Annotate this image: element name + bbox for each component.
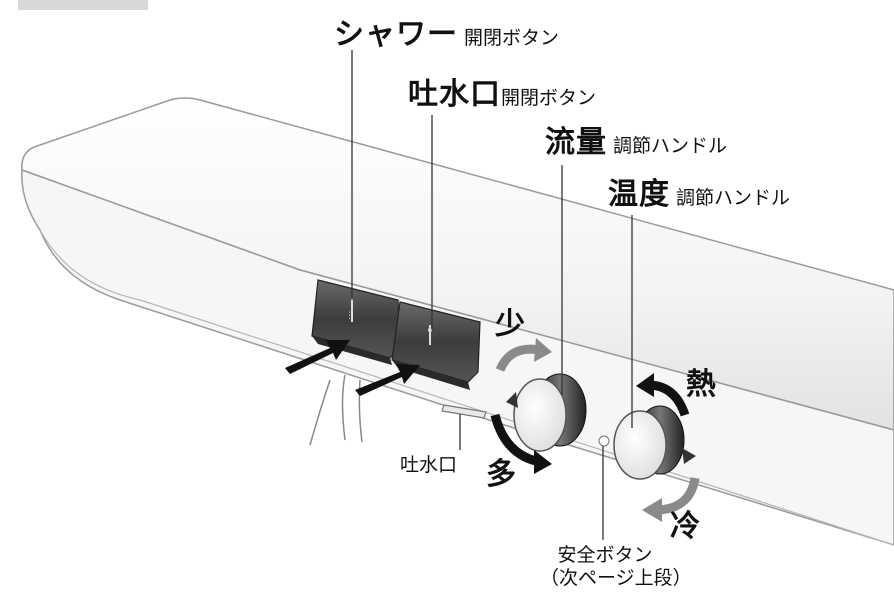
- safety-note: （次ページ上段）: [540, 566, 692, 589]
- temperature-knob: [598, 405, 696, 480]
- header-tab: [18, 0, 148, 10]
- shower-sub: 開閉ボタン: [464, 27, 560, 49]
- flow-title: 流量: [545, 125, 607, 160]
- safety-button-label: 安全ボタン: [557, 544, 653, 566]
- outlet-slot: [441, 404, 487, 419]
- spout-label: 吐水口開閉ボタン: [408, 80, 596, 110]
- direction-cold: 冷: [670, 509, 700, 544]
- shower-label: シャワー開閉ボタン: [334, 20, 559, 50]
- spout-title: 吐水口: [408, 77, 501, 112]
- faucet-top-face: [21, 97, 894, 431]
- flow-more-arrow: [490, 413, 542, 467]
- temp-label: 温度調節ハンドル: [608, 180, 790, 210]
- svg-text:⋮: ⋮: [345, 311, 354, 321]
- temp-title: 温度: [608, 177, 670, 212]
- hose: [341, 374, 346, 441]
- spout-sub: 開閉ボタン: [501, 87, 597, 109]
- direction-hot: 熱: [686, 367, 716, 402]
- temp-sub: 調節ハンドル: [676, 187, 791, 209]
- flow-label: 流量調節ハンドル: [545, 128, 727, 158]
- outlet-callout: 吐水口: [400, 454, 458, 476]
- shower-title: シャワー: [334, 17, 458, 52]
- flow-knob: [506, 373, 587, 452]
- flow-sub: 調節ハンドル: [613, 135, 728, 157]
- direction-less: 少: [495, 307, 525, 342]
- push-arrows: [285, 340, 420, 396]
- direction-more: 多: [486, 457, 516, 492]
- safety-callout: 安全ボタン （次ページ上段）: [540, 544, 692, 590]
